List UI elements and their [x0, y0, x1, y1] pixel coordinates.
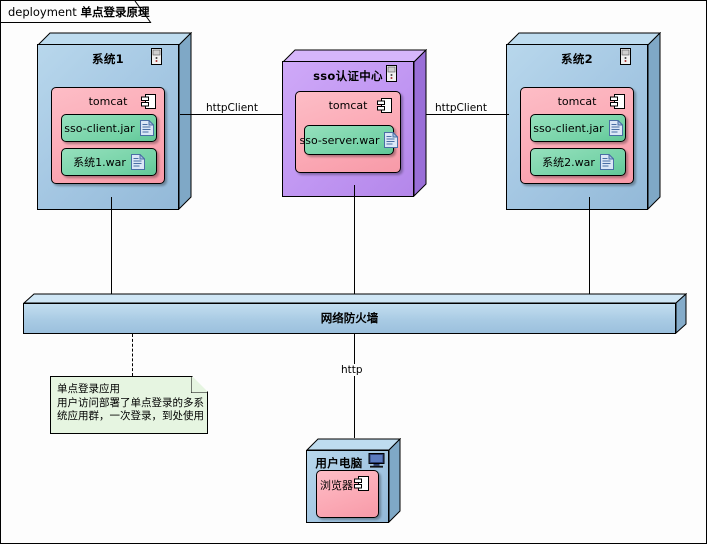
device-icon: [620, 48, 631, 65]
monitor-icon: [368, 453, 385, 468]
component-title: tomcat: [328, 99, 368, 112]
artifact-label: sso-client.jar: [533, 121, 604, 135]
device-icon: [151, 48, 162, 65]
component-icon: [354, 476, 369, 491]
firewall-face: [23, 303, 676, 334]
link-sso-to-firewall: [354, 185, 355, 301]
link-label-httpclient-right: httpClient: [435, 102, 487, 114]
note-line-2: 用户访问部署了单点登录的多系: [57, 396, 204, 409]
artifact-sso-server-war[interactable]: sso-server.war: [300, 125, 399, 155]
node-title: 系统2: [561, 52, 593, 66]
component-tomcat-system2[interactable]: tomcat sso-client.jar 系统2.war: [520, 87, 634, 184]
artifact-sso-client-jar[interactable]: sso-client.jar: [530, 114, 626, 142]
node-sso-center[interactable]: sso认证中心 tomcat sso-server.war: [282, 49, 427, 197]
artifact-icon: [139, 120, 154, 136]
component-tomcat-sso[interactable]: tomcat sso-server.war: [295, 91, 401, 173]
artifact-label: 系统2.war: [542, 156, 595, 169]
link-sso-to-system2: [426, 114, 509, 115]
note-fold-icon: [191, 377, 207, 393]
note-line-3: 统应用群，一次登录，到处使用: [57, 410, 204, 422]
artifact-sso-client-jar[interactable]: sso-client.jar: [61, 114, 157, 142]
node-title: sso认证中心: [313, 69, 383, 83]
artifact-icon: [599, 154, 614, 170]
node-3d-depth: [506, 32, 661, 210]
artifact-icon: [608, 120, 623, 136]
component-tomcat-system1[interactable]: tomcat sso-client.jar 系统1.war: [51, 87, 165, 184]
note-text: 单点登录应用 用户访问部署了单点登录的多系 统应用群，一次登录，到处使用: [57, 383, 201, 424]
frame-keyword: deployment: [8, 5, 77, 19]
note-anchor-dashed-line: [132, 334, 133, 376]
firewall-node[interactable]: 网络防火墙: [22, 292, 688, 335]
component-icon: [610, 94, 625, 109]
frame-tab-label: deployment 单点登录原理: [8, 4, 149, 20]
link-label-http: http: [339, 364, 365, 376]
node-title: 用户电脑: [315, 456, 363, 470]
component-title: 浏览器: [320, 479, 353, 492]
node-system1[interactable]: 系统1 tomcat sso-client.jar: [37, 32, 192, 210]
node-user-computer[interactable]: 用户电脑 浏览器: [306, 438, 401, 523]
artifact-system2-war[interactable]: 系统2.war: [530, 148, 626, 176]
frame-tab-slash-icon: [134, 1, 152, 23]
node-3d-depth: [37, 32, 192, 210]
device-icon: [386, 65, 397, 82]
note-box: 单点登录应用 用户访问部署了单点登录的多系 统应用群，一次登录，到处使用: [50, 376, 208, 434]
artifact-icon: [130, 154, 145, 170]
firewall-title: 网络防火墙: [320, 311, 379, 325]
diagram-frame-tab: deployment 单点登录原理: [1, 1, 152, 23]
node-3d-depth: [282, 49, 427, 197]
link-label-httpclient-left: httpClient: [206, 102, 258, 114]
artifact-label: 系统1.war: [73, 156, 126, 169]
component-title: tomcat: [88, 95, 128, 108]
artifact-system1-war[interactable]: 系统1.war: [61, 148, 157, 176]
component-icon: [377, 98, 392, 113]
link-firewall-to-client: [354, 334, 355, 438]
artifact-label: sso-server.war: [299, 133, 380, 147]
component-browser[interactable]: 浏览器: [316, 470, 379, 518]
artifact-label: sso-client.jar: [64, 121, 135, 135]
component-title: tomcat: [557, 95, 597, 108]
component-icon: [141, 94, 156, 109]
link-system1-to-firewall: [111, 197, 112, 301]
note-line-1: 单点登录应用: [57, 383, 120, 395]
artifact-icon: [384, 132, 399, 148]
frame-name: 单点登录原理: [80, 5, 150, 19]
link-system1-to-sso: [180, 114, 283, 115]
node-system2[interactable]: 系统2 tomcat sso-client.jar: [506, 32, 661, 210]
link-system2-to-firewall: [589, 197, 590, 301]
node-title: 系统1: [92, 52, 124, 66]
